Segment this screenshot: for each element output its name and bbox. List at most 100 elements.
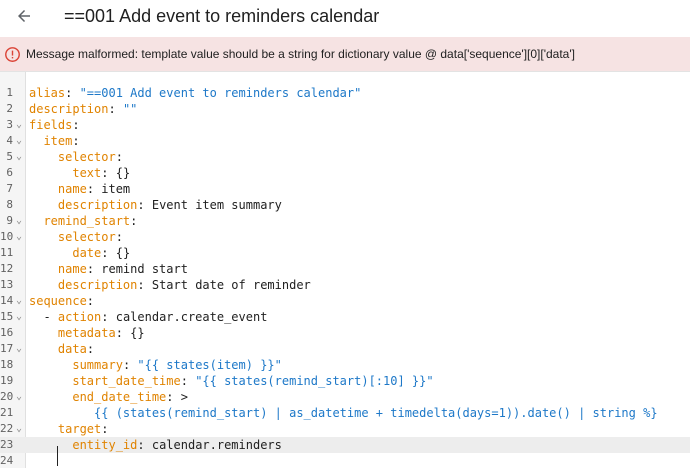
yaml-text: - (29, 310, 58, 324)
yaml-text: : remind start (86, 262, 188, 276)
code-line[interactable]: 24 (0, 453, 690, 468)
error-message: Message malformed: template value should… (26, 47, 575, 61)
yaml-text: : {} (115, 326, 145, 340)
code-text: metadata: {} (29, 325, 145, 341)
yaml-key: description (29, 102, 109, 116)
code-line[interactable]: 2 description: "" (0, 101, 690, 117)
yaml-text (29, 390, 72, 404)
fold-chevron-icon[interactable]: ⌄ (15, 231, 23, 242)
code-text: target: (29, 421, 109, 437)
code-line[interactable]: 6 text: {} (0, 165, 690, 181)
line-number: 18 (0, 358, 14, 371)
yaml-text (29, 166, 72, 180)
line-number: 13 (0, 278, 14, 291)
line-number: 20 (0, 390, 14, 403)
yaml-text: : > (166, 390, 188, 404)
yaml-text: : calendar.create_event (101, 310, 268, 324)
fold-chevron-icon[interactable]: ⌄ (15, 119, 23, 130)
line-number: 24 (0, 454, 14, 467)
line-number-gutter (0, 72, 26, 468)
yaml-text (29, 438, 72, 452)
code-line[interactable]: 3⌄fields: (0, 117, 690, 133)
fold-chevron-icon[interactable]: ⌄ (15, 343, 23, 354)
code-line[interactable]: 17⌄ data: (0, 341, 690, 357)
code-text: alias: "==001 Add event to reminders cal… (29, 85, 361, 101)
yaml-key: selector (57, 150, 116, 164)
code-text: date: {} (29, 245, 130, 261)
yaml-key: alias (29, 86, 66, 100)
yaml-text (29, 198, 58, 212)
line-number: 21 (0, 406, 14, 419)
line-number: 12 (0, 262, 14, 275)
code-text: text: {} (29, 165, 130, 181)
code-line[interactable]: 12 name: remind start (0, 261, 690, 277)
yaml-text: : (108, 102, 123, 116)
code-line[interactable]: 13 description: Start date of reminder (0, 277, 690, 293)
yaml-text: : (180, 374, 196, 388)
fold-chevron-icon[interactable]: ⌄ (15, 391, 23, 402)
line-number: 4 (6, 134, 13, 147)
code-line[interactable]: 23 entity_id: calendar.reminders (0, 437, 690, 453)
line-number: 9 (6, 214, 13, 227)
code-line[interactable]: 18 summary: "{{ states(item) }}" (0, 357, 690, 373)
code-line[interactable]: 20⌄ end_date_time: > (0, 389, 690, 405)
line-number: 14 (0, 294, 14, 307)
code-text: sequence: (29, 293, 94, 309)
code-line[interactable]: 7 name: item (0, 181, 690, 197)
yaml-text (29, 326, 58, 340)
yaml-key: text (72, 166, 102, 180)
code-text: end_date_time: > (29, 389, 188, 405)
code-text: item: (29, 133, 79, 149)
yaml-key: fields (29, 118, 73, 132)
line-number: 16 (0, 326, 14, 339)
code-line[interactable]: 10⌄ selector: (0, 229, 690, 245)
yaml-text (29, 342, 58, 356)
code-text: selector: (29, 149, 123, 165)
back-button[interactable] (8, 0, 40, 32)
code-line[interactable]: 8 description: Event item summary (0, 197, 690, 213)
yaml-text (29, 230, 58, 244)
code-line[interactable]: 11 date: {} (0, 245, 690, 261)
yaml-string: "==001 Add event to reminders calendar" (79, 86, 362, 100)
yaml-key: summary (72, 358, 123, 372)
error-alert: Message malformed: template value should… (0, 37, 690, 71)
code-line[interactable]: 4⌄ item: (0, 133, 690, 149)
code-line[interactable]: 21 {{ (states(remind_start) | as_datetim… (0, 405, 690, 421)
code-text: remind_start: (29, 213, 137, 229)
code-line[interactable]: 22⌄ target: (0, 421, 690, 437)
fold-chevron-icon[interactable]: ⌄ (15, 423, 23, 434)
code-line[interactable]: 14⌄ sequence: (0, 293, 690, 309)
yaml-text (29, 358, 72, 372)
fold-chevron-icon[interactable]: ⌄ (15, 135, 23, 146)
line-number: 6 (6, 166, 13, 179)
fold-chevron-icon[interactable]: ⌄ (15, 151, 23, 162)
fold-chevron-icon[interactable]: ⌄ (15, 295, 23, 306)
line-number: 2 (6, 102, 13, 115)
yaml-text: : (72, 118, 80, 132)
yaml-key: metadata (57, 326, 116, 340)
yaml-string: "" (122, 102, 138, 116)
code-text: summary: "{{ states(item) }}" (29, 357, 282, 373)
code-line[interactable]: 9⌄ remind_start: (0, 213, 690, 229)
yaml-text (29, 406, 94, 420)
line-number: 17 (0, 342, 14, 355)
yaml-key: remind_start (43, 214, 131, 228)
yaml-text: : calendar.reminders (137, 438, 282, 452)
yaml-text: : (86, 294, 95, 308)
yaml-key: data (57, 342, 87, 356)
code-line[interactable]: 5⌄ selector: (0, 149, 690, 165)
code-line[interactable]: 15⌄ - action: calendar.create_event (0, 309, 690, 325)
code-line[interactable]: 19 start_date_time: "{{ states(remind_st… (0, 373, 690, 389)
fold-chevron-icon[interactable]: ⌄ (15, 215, 23, 226)
code-text: data: (29, 341, 94, 357)
page-header: ==001 Add event to reminders calendar (0, 0, 690, 35)
fold-chevron-icon[interactable]: ⌄ (15, 311, 23, 322)
yaml-text: : {} (101, 246, 131, 260)
yaml-string: "{{ states(remind_start)[:10] }}" (195, 374, 434, 388)
code-line[interactable]: 16 metadata: {} (0, 325, 690, 341)
code-text: name: item (29, 181, 130, 197)
line-number: 8 (6, 198, 13, 211)
